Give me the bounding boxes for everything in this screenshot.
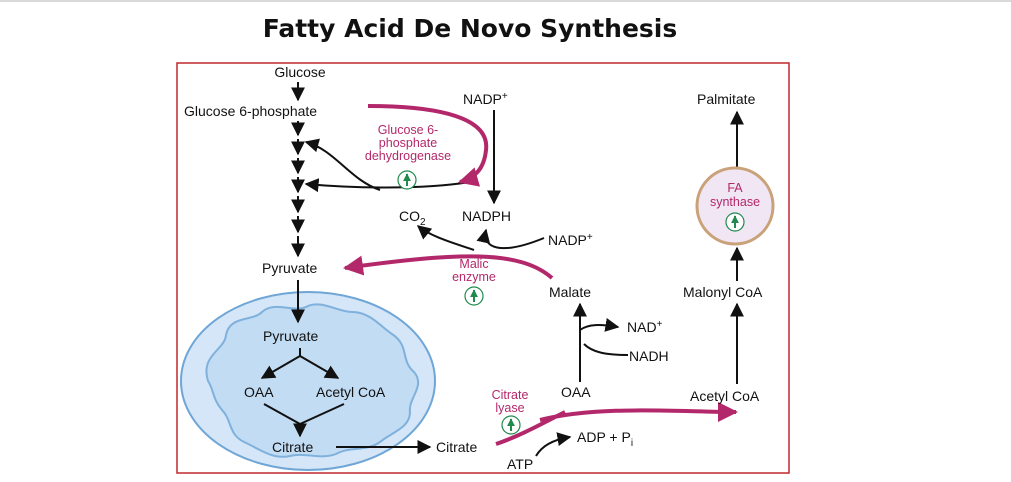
- malic-side-arrows: [416, 225, 545, 251]
- label-nadp-mid: NADP+: [548, 232, 593, 248]
- mito-arrows: [260, 348, 432, 454]
- enzyme-malic-line1: Malic: [459, 257, 488, 271]
- label-oaa-mito: OAA: [244, 384, 274, 400]
- label-citrate-cytosol: Citrate: [436, 439, 477, 455]
- label-acetyl-coa-cytosol: Acetyl CoA: [690, 388, 760, 404]
- up-arrow-icon: [464, 286, 484, 306]
- label-palmitate: Palmitate: [697, 91, 756, 107]
- enzyme-g6pd-line3: dehydrogenase: [365, 149, 451, 163]
- diagram-frame: [176, 62, 790, 474]
- enzyme-citrate-lyase-line2: lyase: [495, 401, 524, 415]
- label-nadp-top: NADP+: [463, 91, 508, 107]
- enzyme-malic-line2: enzyme: [452, 270, 496, 284]
- label-co2: CO2: [399, 208, 426, 228]
- label-atp: ATP: [507, 456, 533, 472]
- label-adp-pi: ADP + Pi: [577, 429, 633, 449]
- enzyme-g6pd-line2: phosphate: [379, 136, 437, 150]
- mitochondrion: [180, 291, 436, 471]
- malic-enzyme-arrow: [343, 254, 554, 280]
- enzyme-citrate-lyase-line1: Citrate: [492, 388, 529, 402]
- up-arrow-icon: [725, 212, 745, 232]
- label-pyruvate-cytosol: Pyruvate: [262, 260, 317, 276]
- label-pyruvate-mito: Pyruvate: [263, 328, 318, 344]
- pentose-return-arrows: [304, 138, 471, 193]
- label-citrate-mito: Citrate: [272, 439, 313, 455]
- top-border: [0, 0, 1011, 2]
- label-glucose: Glucose: [274, 64, 326, 80]
- enzyme-fa-synthase-line1: FA: [727, 181, 743, 195]
- enzyme-g6pd-line1: Glucose 6-: [378, 123, 438, 137]
- label-acetyl-coa-mito: Acetyl CoA: [316, 384, 386, 400]
- fa-synthase-circle: [695, 166, 775, 246]
- label-nadph: NADPH: [462, 208, 511, 224]
- up-arrow-icon: [397, 170, 417, 190]
- label-malonyl-coa: Malonyl CoA: [683, 284, 763, 300]
- label-oaa-cytosol: OAA: [561, 384, 591, 400]
- label-nad: NAD+: [627, 319, 663, 335]
- citrate-lyase-arrows: [495, 401, 738, 457]
- up-arrow-icon: [501, 415, 521, 435]
- oaa-to-malate-arrows: [573, 302, 629, 382]
- label-nadh: NADH: [629, 348, 669, 364]
- g6pd-arrow: [367, 104, 489, 187]
- page-title: Fatty Acid De Novo Synthesis: [262, 14, 678, 43]
- label-glucose-6-phosphate: Glucose 6-phosphate: [184, 103, 317, 119]
- enzyme-fa-synthase-line2: synthase: [710, 195, 760, 209]
- label-malate: Malate: [549, 284, 591, 300]
